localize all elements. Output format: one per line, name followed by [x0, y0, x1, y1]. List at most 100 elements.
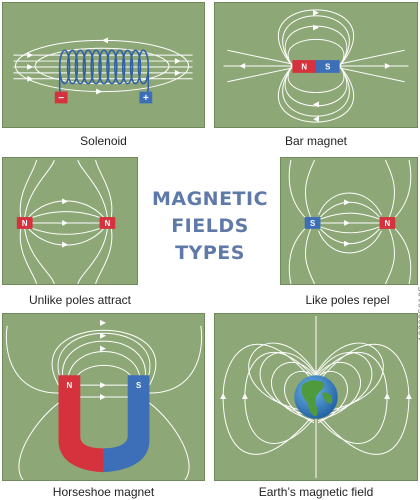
field-line — [57, 332, 151, 380]
south-label: S — [310, 219, 315, 228]
field-line — [339, 67, 405, 83]
arrow-icon — [313, 24, 319, 31]
title-line-3: TYPES — [175, 242, 245, 264]
field-line — [318, 192, 382, 216]
field-line — [287, 38, 345, 67]
field-line — [320, 226, 380, 234]
field-line — [284, 25, 348, 67]
earth-diagram — [220, 315, 412, 479]
positive-terminal — [139, 91, 153, 104]
horseshoe-panel: N S — [2, 313, 205, 481]
arrow-icon — [100, 394, 106, 400]
arrow-icon — [27, 75, 34, 82]
horseshoe-north-arm — [58, 375, 104, 473]
arrow-icon — [174, 69, 181, 76]
field-line — [19, 159, 38, 218]
north-pole — [292, 60, 316, 73]
arrow-icon — [100, 345, 106, 352]
solenoid-panel: − + — [2, 2, 205, 128]
field-line — [384, 159, 395, 218]
field-line — [149, 402, 190, 480]
field-line — [61, 340, 146, 376]
field-line — [282, 65, 350, 117]
field-line — [288, 226, 308, 284]
bar-magnet-diagram: N S — [223, 9, 409, 123]
field-line — [75, 365, 133, 378]
arrow-icon — [405, 393, 412, 399]
arrow-icon — [313, 101, 319, 108]
field-line — [315, 361, 362, 422]
arrow-icon — [27, 52, 34, 59]
arrow-icon — [100, 382, 106, 389]
field-line — [227, 67, 293, 83]
arrow-icon — [313, 116, 319, 123]
arrow-icon — [27, 64, 34, 70]
continent-shape — [321, 392, 333, 404]
unlike-poles-panel: N N — [2, 157, 138, 285]
arrow-icon — [100, 332, 106, 339]
field-line — [24, 159, 55, 218]
arrow-icon — [384, 63, 391, 69]
field-line — [320, 201, 380, 218]
field-line — [5, 325, 59, 394]
field-line — [277, 9, 355, 67]
north-pole-left — [16, 217, 33, 229]
field-line — [19, 228, 38, 284]
field-line — [227, 49, 293, 65]
field-line — [149, 325, 203, 394]
plus-label: + — [143, 93, 149, 104]
bar-magnet-caption: Bar magnet — [284, 134, 348, 148]
field-line — [28, 226, 104, 235]
field-line — [288, 159, 308, 220]
field-line — [320, 212, 380, 220]
north-pole — [379, 217, 396, 229]
unlike-poles-caption: Unlike poles attract — [28, 293, 132, 307]
arrow-icon — [96, 88, 103, 95]
field-line — [67, 351, 141, 376]
field-line — [28, 228, 104, 246]
arrow-icon — [313, 9, 319, 16]
field-line — [95, 228, 113, 284]
arrow-icon — [62, 220, 69, 226]
field-line — [24, 228, 55, 284]
arrow-icon — [174, 58, 181, 65]
south-label: S — [325, 62, 330, 71]
south-pole — [316, 60, 340, 73]
unlike-poles-diagram: N N — [16, 159, 116, 284]
coil — [58, 49, 150, 94]
north-label: N — [22, 219, 28, 228]
horseshoe-diagram: N S — [5, 319, 203, 480]
field-line — [305, 159, 316, 218]
field-line — [287, 65, 345, 94]
field-line — [277, 65, 355, 123]
field-line — [384, 228, 395, 284]
like-poles-panel: S N — [280, 157, 418, 285]
arrow-icon — [344, 240, 350, 247]
like-poles-caption: Like poles repel — [305, 293, 390, 307]
arrow-icon — [239, 63, 246, 69]
arrow-icon — [62, 241, 69, 248]
arrow-icon — [102, 37, 108, 44]
horseshoe-south-arm — [103, 375, 150, 473]
north-label: N — [67, 381, 73, 390]
field-line — [315, 370, 348, 424]
field-line — [392, 226, 412, 284]
horseshoe-caption: Horseshoe magnet — [52, 485, 155, 499]
field-line — [18, 402, 59, 480]
title-line-1: MAGNETIC — [151, 188, 269, 210]
arrow-icon — [344, 199, 350, 206]
north-pole-right — [99, 217, 116, 229]
field-line — [282, 15, 350, 67]
arrow-icon — [384, 393, 391, 399]
field-line — [339, 49, 405, 65]
field-line — [77, 159, 108, 218]
negative-terminal — [54, 91, 68, 104]
continent-shape — [301, 380, 325, 417]
minus-label: − — [58, 93, 64, 104]
field-line — [320, 228, 380, 244]
arrow-icon — [220, 393, 227, 399]
north-label: N — [385, 219, 391, 228]
arrow-icon — [100, 319, 106, 326]
field-line — [77, 228, 108, 284]
solenoid-caption: Solenoid — [80, 134, 127, 148]
